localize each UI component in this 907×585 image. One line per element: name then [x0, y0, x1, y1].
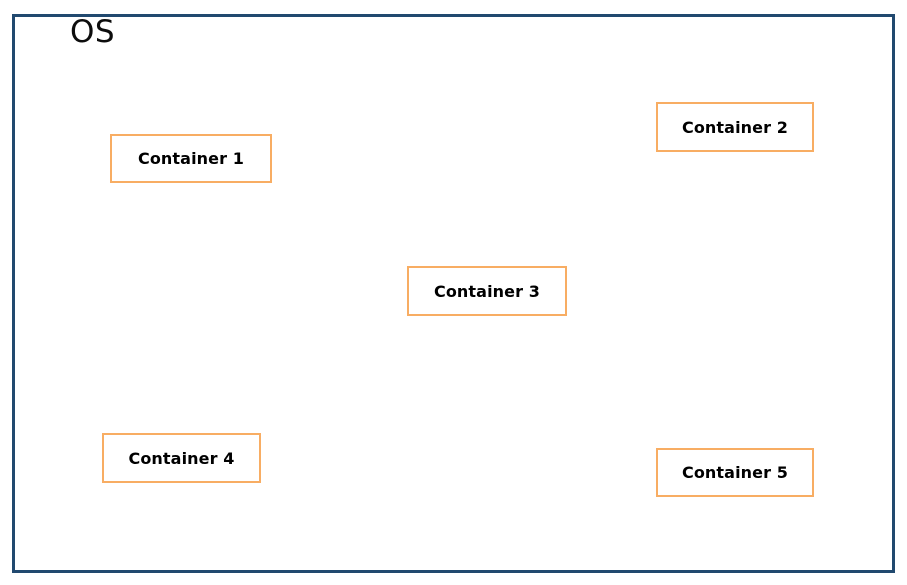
container-box-2[interactable]: Container 2 [656, 102, 814, 152]
container-box-1-label: Container 1 [138, 149, 244, 168]
container-box-2-label: Container 2 [682, 117, 788, 137]
container-box-4[interactable]: Container 4 [102, 433, 261, 483]
container-box-5[interactable]: Container 5 [656, 448, 814, 497]
container-box-5-label: Container 5 [682, 463, 788, 482]
container-box-3-label: Container 3 [434, 281, 540, 301]
container-box-1[interactable]: Container 1 [110, 134, 272, 183]
container-box-3[interactable]: Container 3 [407, 266, 567, 316]
container-box-4-label: Container 4 [128, 448, 235, 468]
os-boundary-frame: OS [12, 14, 895, 573]
os-legend-label: OS [70, 14, 116, 50]
os-legend-gap [63, 21, 131, 43]
